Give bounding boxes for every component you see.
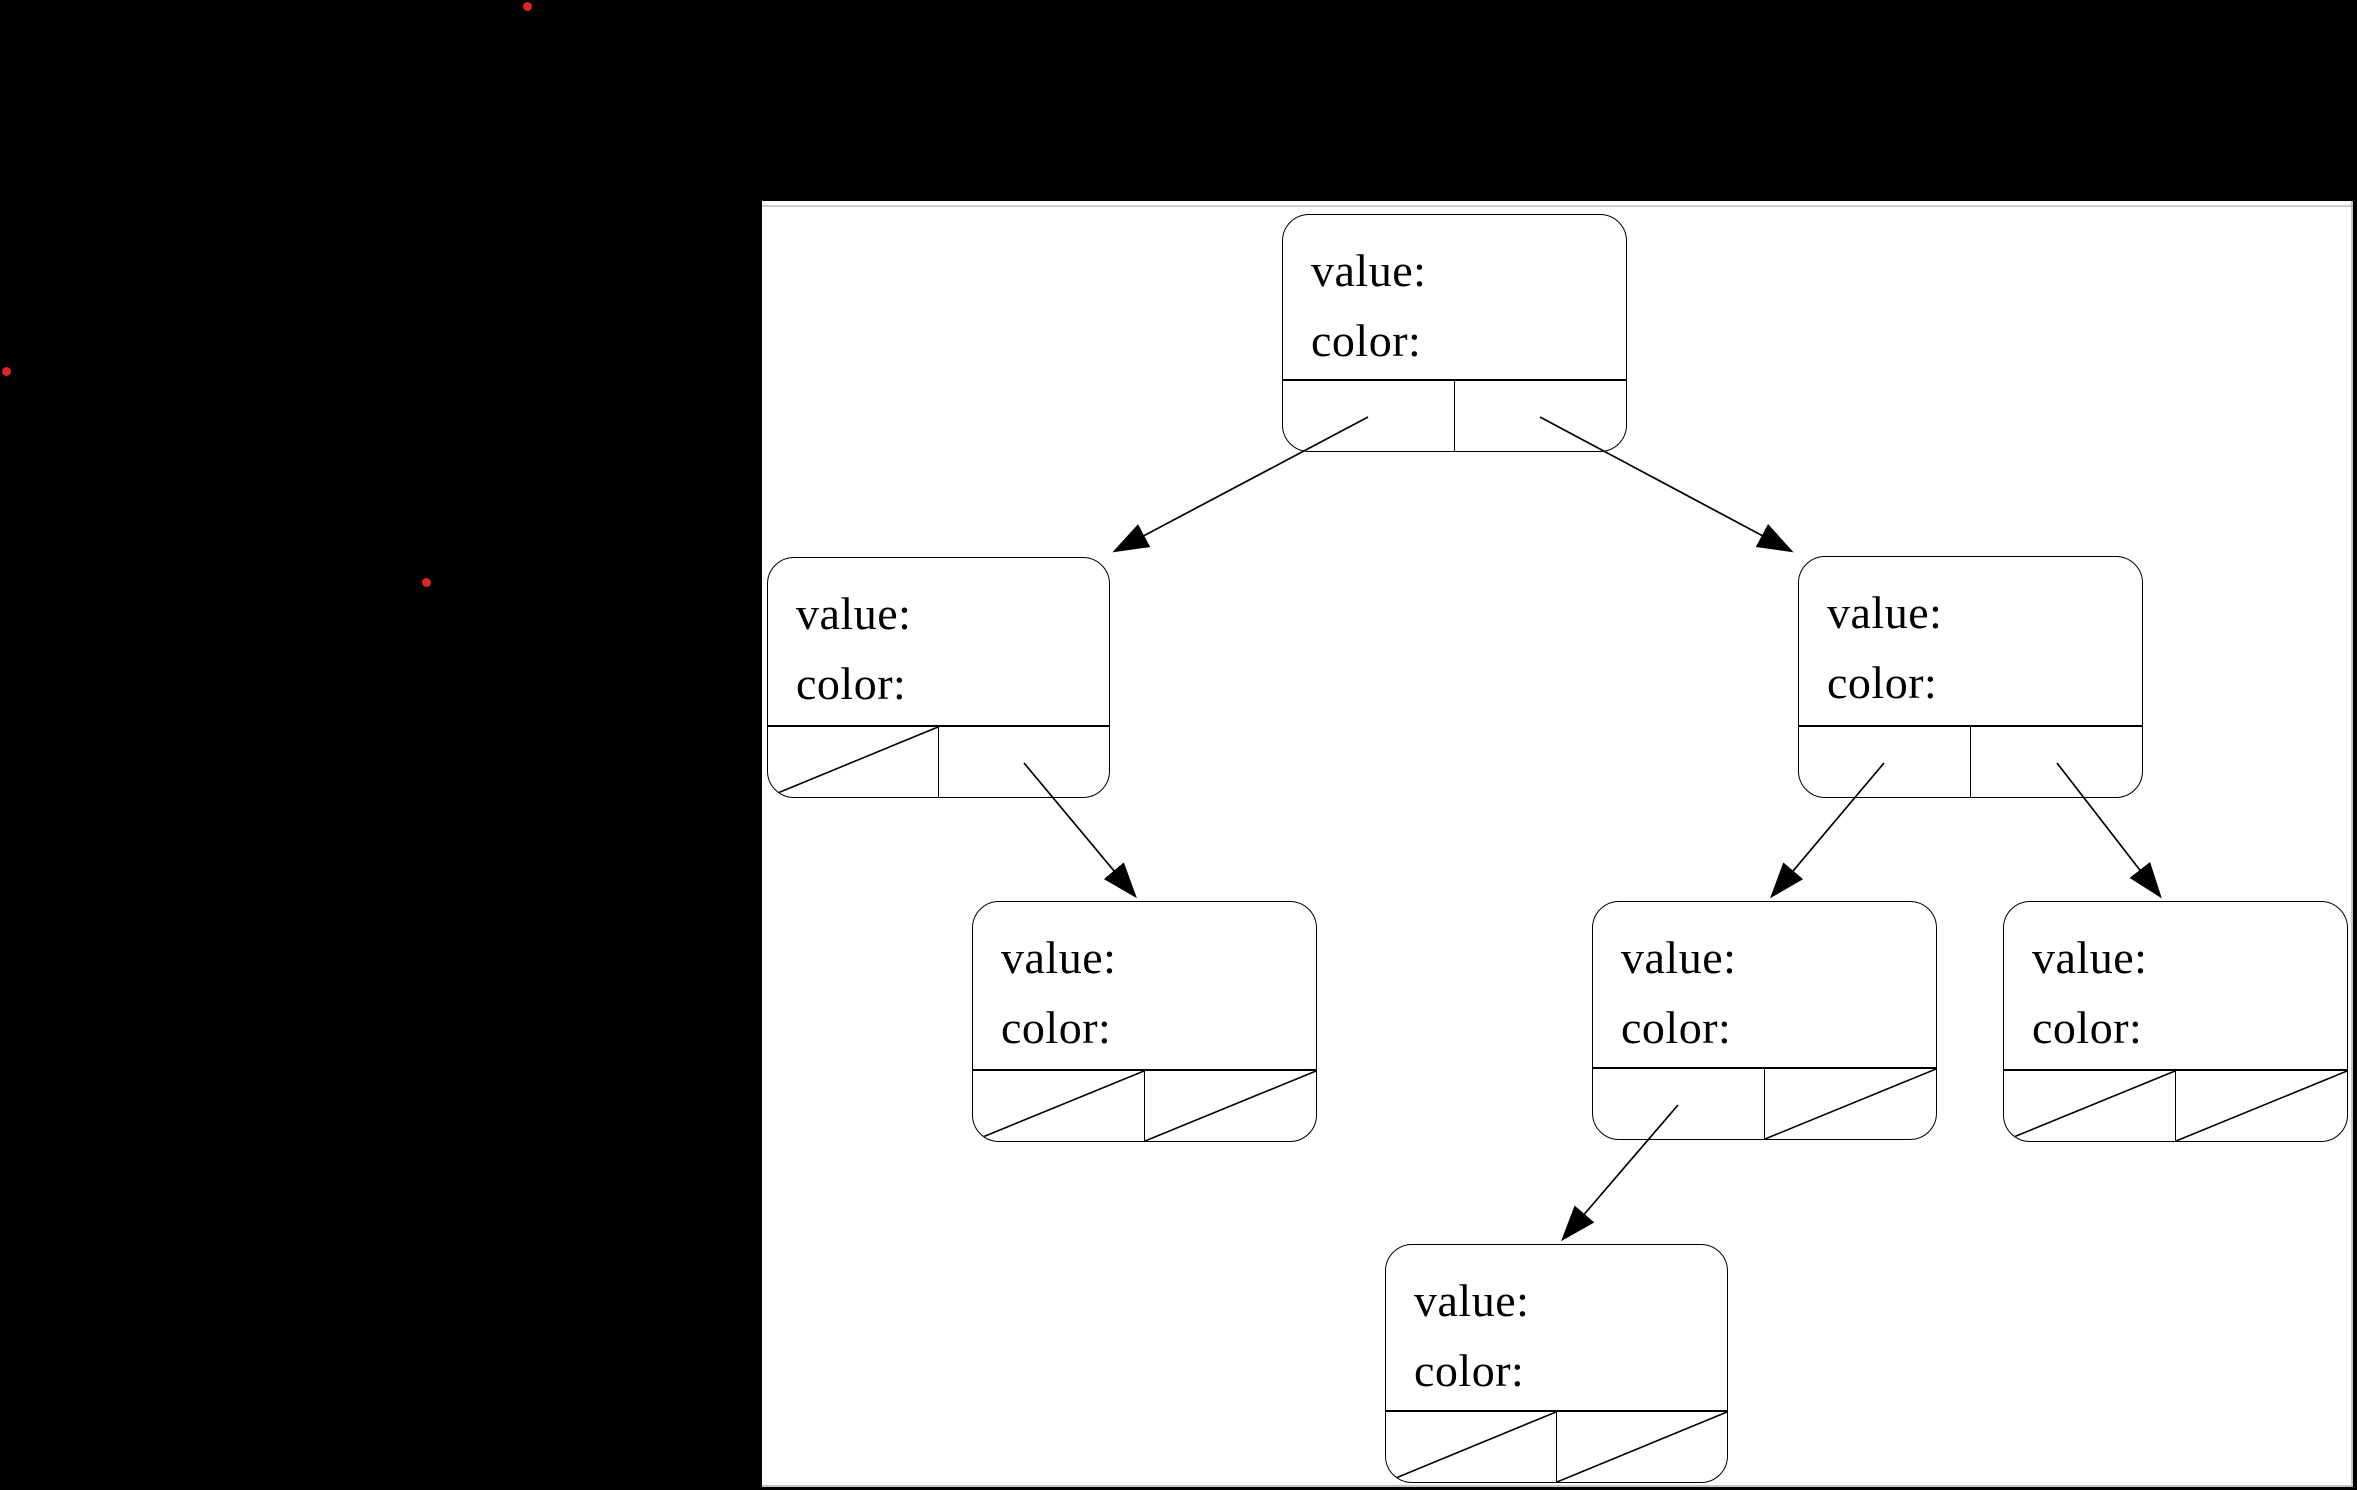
value-label: value: bbox=[1827, 587, 1943, 638]
value-label: value: bbox=[2032, 932, 2148, 983]
pointer-row bbox=[1593, 1067, 1936, 1139]
value-label: value: bbox=[1414, 1275, 1530, 1326]
edge-left-right-to-left-right bbox=[1023, 762, 1137, 899]
pointer-row bbox=[1799, 725, 2142, 797]
edge-right-left-left-to-right-left-left bbox=[1561, 1104, 1679, 1242]
null-slash-icon bbox=[1386, 1412, 1556, 1482]
right-pointer-cell bbox=[1556, 1412, 1727, 1482]
right-pointer-cell bbox=[2175, 1071, 2347, 1141]
value-label: value: bbox=[796, 588, 912, 639]
null-slash-icon bbox=[973, 1071, 1144, 1141]
pointer-row bbox=[768, 725, 1109, 797]
left-pointer-cell bbox=[973, 1071, 1144, 1141]
tree-node-root: value: color: bbox=[1282, 214, 1627, 452]
edge-root-left-to-left bbox=[1112, 416, 1369, 553]
node-fields: value: color: bbox=[796, 579, 1099, 719]
node-fields: value: color: bbox=[1001, 923, 1306, 1063]
color-label: color: bbox=[1414, 1345, 1525, 1396]
red-dot-1 bbox=[522, 1, 532, 11]
red-dot-2 bbox=[1, 366, 11, 376]
red-dot-3 bbox=[421, 577, 431, 587]
edge-right-right-to-right-right bbox=[2056, 762, 2162, 899]
pointer-row bbox=[1283, 379, 1626, 451]
null-slash-icon bbox=[1765, 1069, 1936, 1139]
node-fields: value: color: bbox=[2032, 923, 2337, 1063]
tree-node-right-left: value: color: bbox=[1592, 901, 1937, 1140]
tree-node-left: value: color: bbox=[767, 557, 1110, 798]
left-pointer-cell bbox=[1386, 1412, 1556, 1482]
node-fields: value: color: bbox=[1311, 236, 1616, 376]
color-label: color: bbox=[1311, 315, 1422, 366]
node-fields: value: color: bbox=[1621, 923, 1926, 1063]
right-pointer-cell bbox=[1970, 727, 2142, 797]
left-pointer-cell bbox=[768, 727, 938, 797]
value-label: value: bbox=[1001, 932, 1117, 983]
tree-node-left-right: value: color: bbox=[972, 901, 1317, 1142]
null-slash-icon bbox=[2004, 1071, 2175, 1141]
color-label: color: bbox=[2032, 1002, 2143, 1053]
value-label: value: bbox=[1311, 245, 1427, 296]
node-fields: value: color: bbox=[1414, 1266, 1717, 1406]
right-pointer-cell bbox=[1144, 1071, 1316, 1141]
tree-node-right: value: color: bbox=[1798, 556, 2143, 798]
node-fields: value: color: bbox=[1827, 578, 2132, 718]
null-slash-icon bbox=[1145, 1071, 1316, 1141]
color-label: color: bbox=[1621, 1002, 1732, 1053]
right-pointer-cell bbox=[938, 727, 1109, 797]
null-slash-icon bbox=[2176, 1071, 2347, 1141]
edge-root-right-to-right bbox=[1539, 416, 1794, 553]
color-label: color: bbox=[1001, 1002, 1112, 1053]
color-label: color: bbox=[1827, 657, 1938, 708]
color-label: color: bbox=[796, 658, 907, 709]
tree-node-right-left-left: value: color: bbox=[1385, 1244, 1728, 1483]
pointer-row bbox=[973, 1069, 1316, 1141]
edge-right-left-to-right-left bbox=[1770, 762, 1885, 899]
pointer-row bbox=[1386, 1410, 1727, 1482]
right-pointer-cell bbox=[1764, 1069, 1936, 1139]
value-label: value: bbox=[1621, 932, 1737, 983]
null-slash-icon bbox=[1557, 1412, 1727, 1482]
right-pointer-cell bbox=[1454, 381, 1626, 451]
tree-node-right-right: value: color: bbox=[2003, 901, 2348, 1142]
null-slash-icon bbox=[768, 727, 938, 797]
left-pointer-cell bbox=[2004, 1071, 2175, 1141]
pointer-row bbox=[2004, 1069, 2347, 1141]
panel-top-border bbox=[762, 205, 2351, 207]
